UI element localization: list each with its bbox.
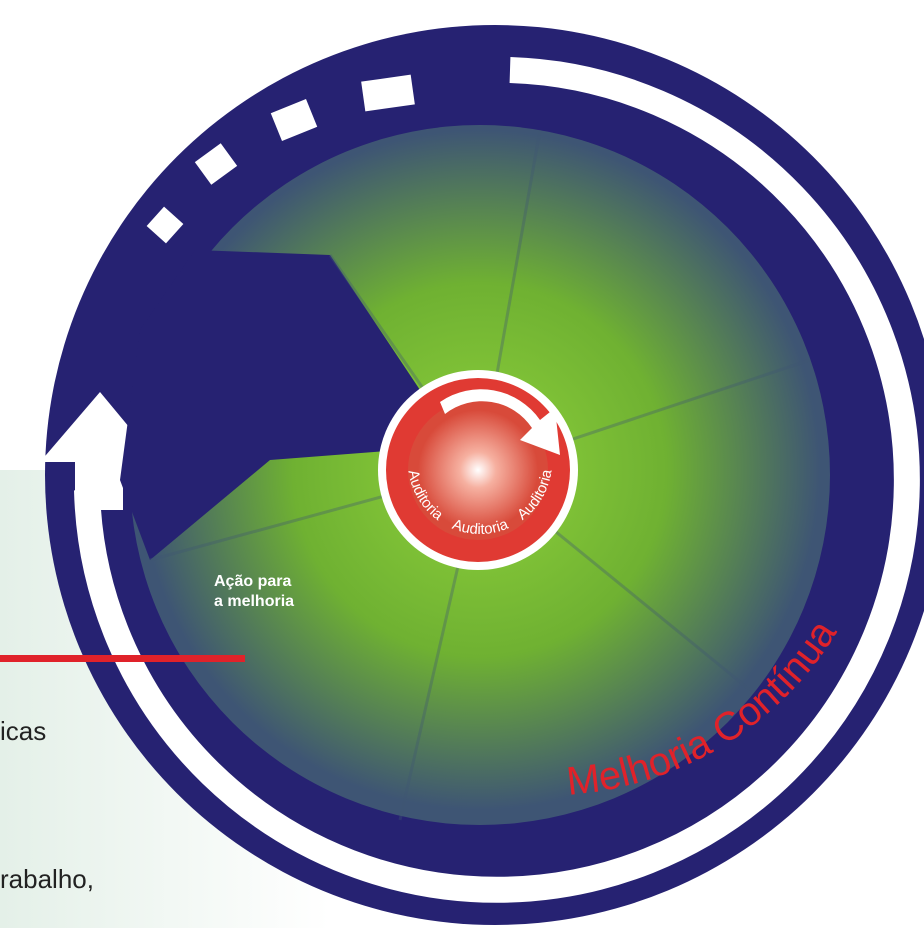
segment-label-line1: Ação para (214, 573, 291, 590)
svg-text:Auditoria: Auditoria (450, 516, 511, 538)
segment-label-line2: a melhoria (214, 593, 294, 610)
ring-dashes (146, 74, 415, 244)
red-divider (0, 655, 245, 662)
white-ring-band (74, 57, 920, 903)
navy-segment (120, 250, 420, 560)
circular-arrow-icon (440, 389, 560, 455)
center-badge: Auditoria Auditoria Auditoria (378, 370, 578, 570)
side-text-line1: icas (0, 716, 47, 746)
side-text-line2: rabalho, (0, 864, 94, 894)
arrow-up-icon (40, 392, 158, 510)
center-label-2: Auditoria (450, 516, 511, 538)
